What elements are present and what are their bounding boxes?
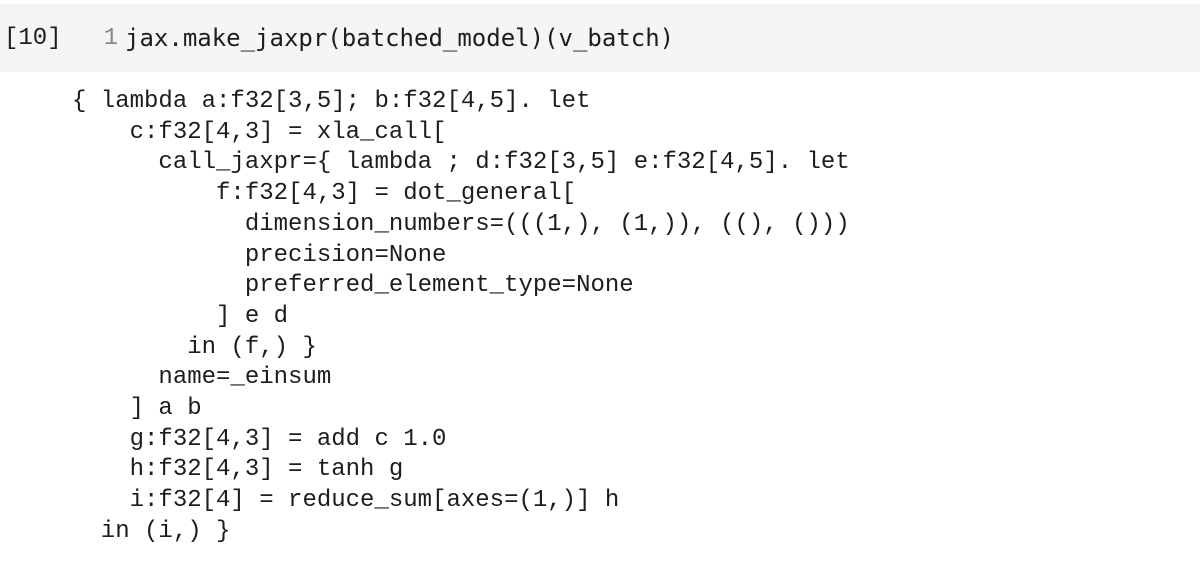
- cell-output-jaxpr-text: { lambda a:f32[3,5]; b:f32[4,5]. let c:f…: [72, 88, 850, 545]
- code-line-number: 1: [103, 24, 119, 52]
- execution-count-badge: [10]: [4, 24, 62, 52]
- code-cell-input[interactable]: [10] 1 jax.make_jaxpr(batched_model)(v_b…: [0, 4, 1200, 72]
- code-editor-line[interactable]: jax.make_jaxpr(batched_model)(v_batch): [125, 24, 675, 52]
